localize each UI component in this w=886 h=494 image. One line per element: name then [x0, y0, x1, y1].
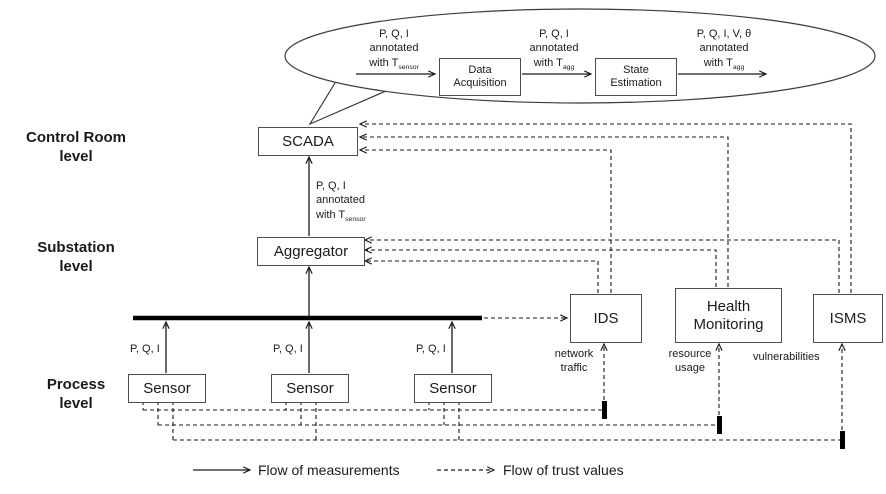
trust-arrows — [360, 124, 852, 430]
data-acquisition-box: Data Acquisition — [439, 58, 521, 96]
junction-bars — [602, 401, 845, 449]
measurement-arrows — [166, 157, 452, 373]
subscript: sensor — [345, 215, 366, 223]
level-label-process: Process level — [46, 376, 106, 412]
level-label-control-room: Control Room level — [26, 129, 126, 165]
collector-lines — [142, 401, 840, 441]
bubble-label-output: P, Q, I, V, θ annotated with Tagg — [696, 28, 752, 71]
aggregator-box: Aggregator — [257, 237, 365, 266]
sensor1-measurement-label: P, Q, I — [130, 343, 160, 355]
resource-usage-label: resource usage — [668, 348, 712, 375]
bubble-label-sensor-input: P, Q, I annotated with Tsensor — [369, 28, 419, 71]
ids-box: IDS — [570, 294, 642, 343]
scada-box: SCADA — [258, 127, 358, 156]
vulnerabilities-label: vulnerabilities — [753, 351, 820, 363]
isms-box: ISMS — [813, 294, 883, 343]
legend-measurements-label: Flow of measurements — [258, 462, 400, 478]
sensor2-measurement-label: P, Q, I — [273, 343, 303, 355]
sensor3-measurement-label: P, Q, I — [416, 343, 446, 355]
sensor-box-3: Sensor — [414, 374, 492, 403]
state-estimation-box: State Estimation — [595, 58, 677, 96]
sensor-box-1: Sensor — [128, 374, 206, 403]
level-label-substation: Substation level — [37, 239, 115, 275]
health-monitoring-box: Health Monitoring — [675, 288, 782, 343]
subscript: agg — [732, 63, 745, 71]
agg-to-scada-label: P, Q, I annotated with Tsensor — [316, 180, 366, 223]
network-traffic-label: network traffic — [554, 348, 594, 375]
speech-bubble — [284, 8, 876, 126]
sensor-box-2: Sensor — [271, 374, 349, 403]
bubble-label-agg-mid: P, Q, I annotated with Tagg — [529, 28, 579, 71]
subscript: sensor — [398, 63, 419, 71]
legend-trust-label: Flow of trust values — [503, 462, 624, 478]
subscript: agg — [562, 63, 575, 71]
